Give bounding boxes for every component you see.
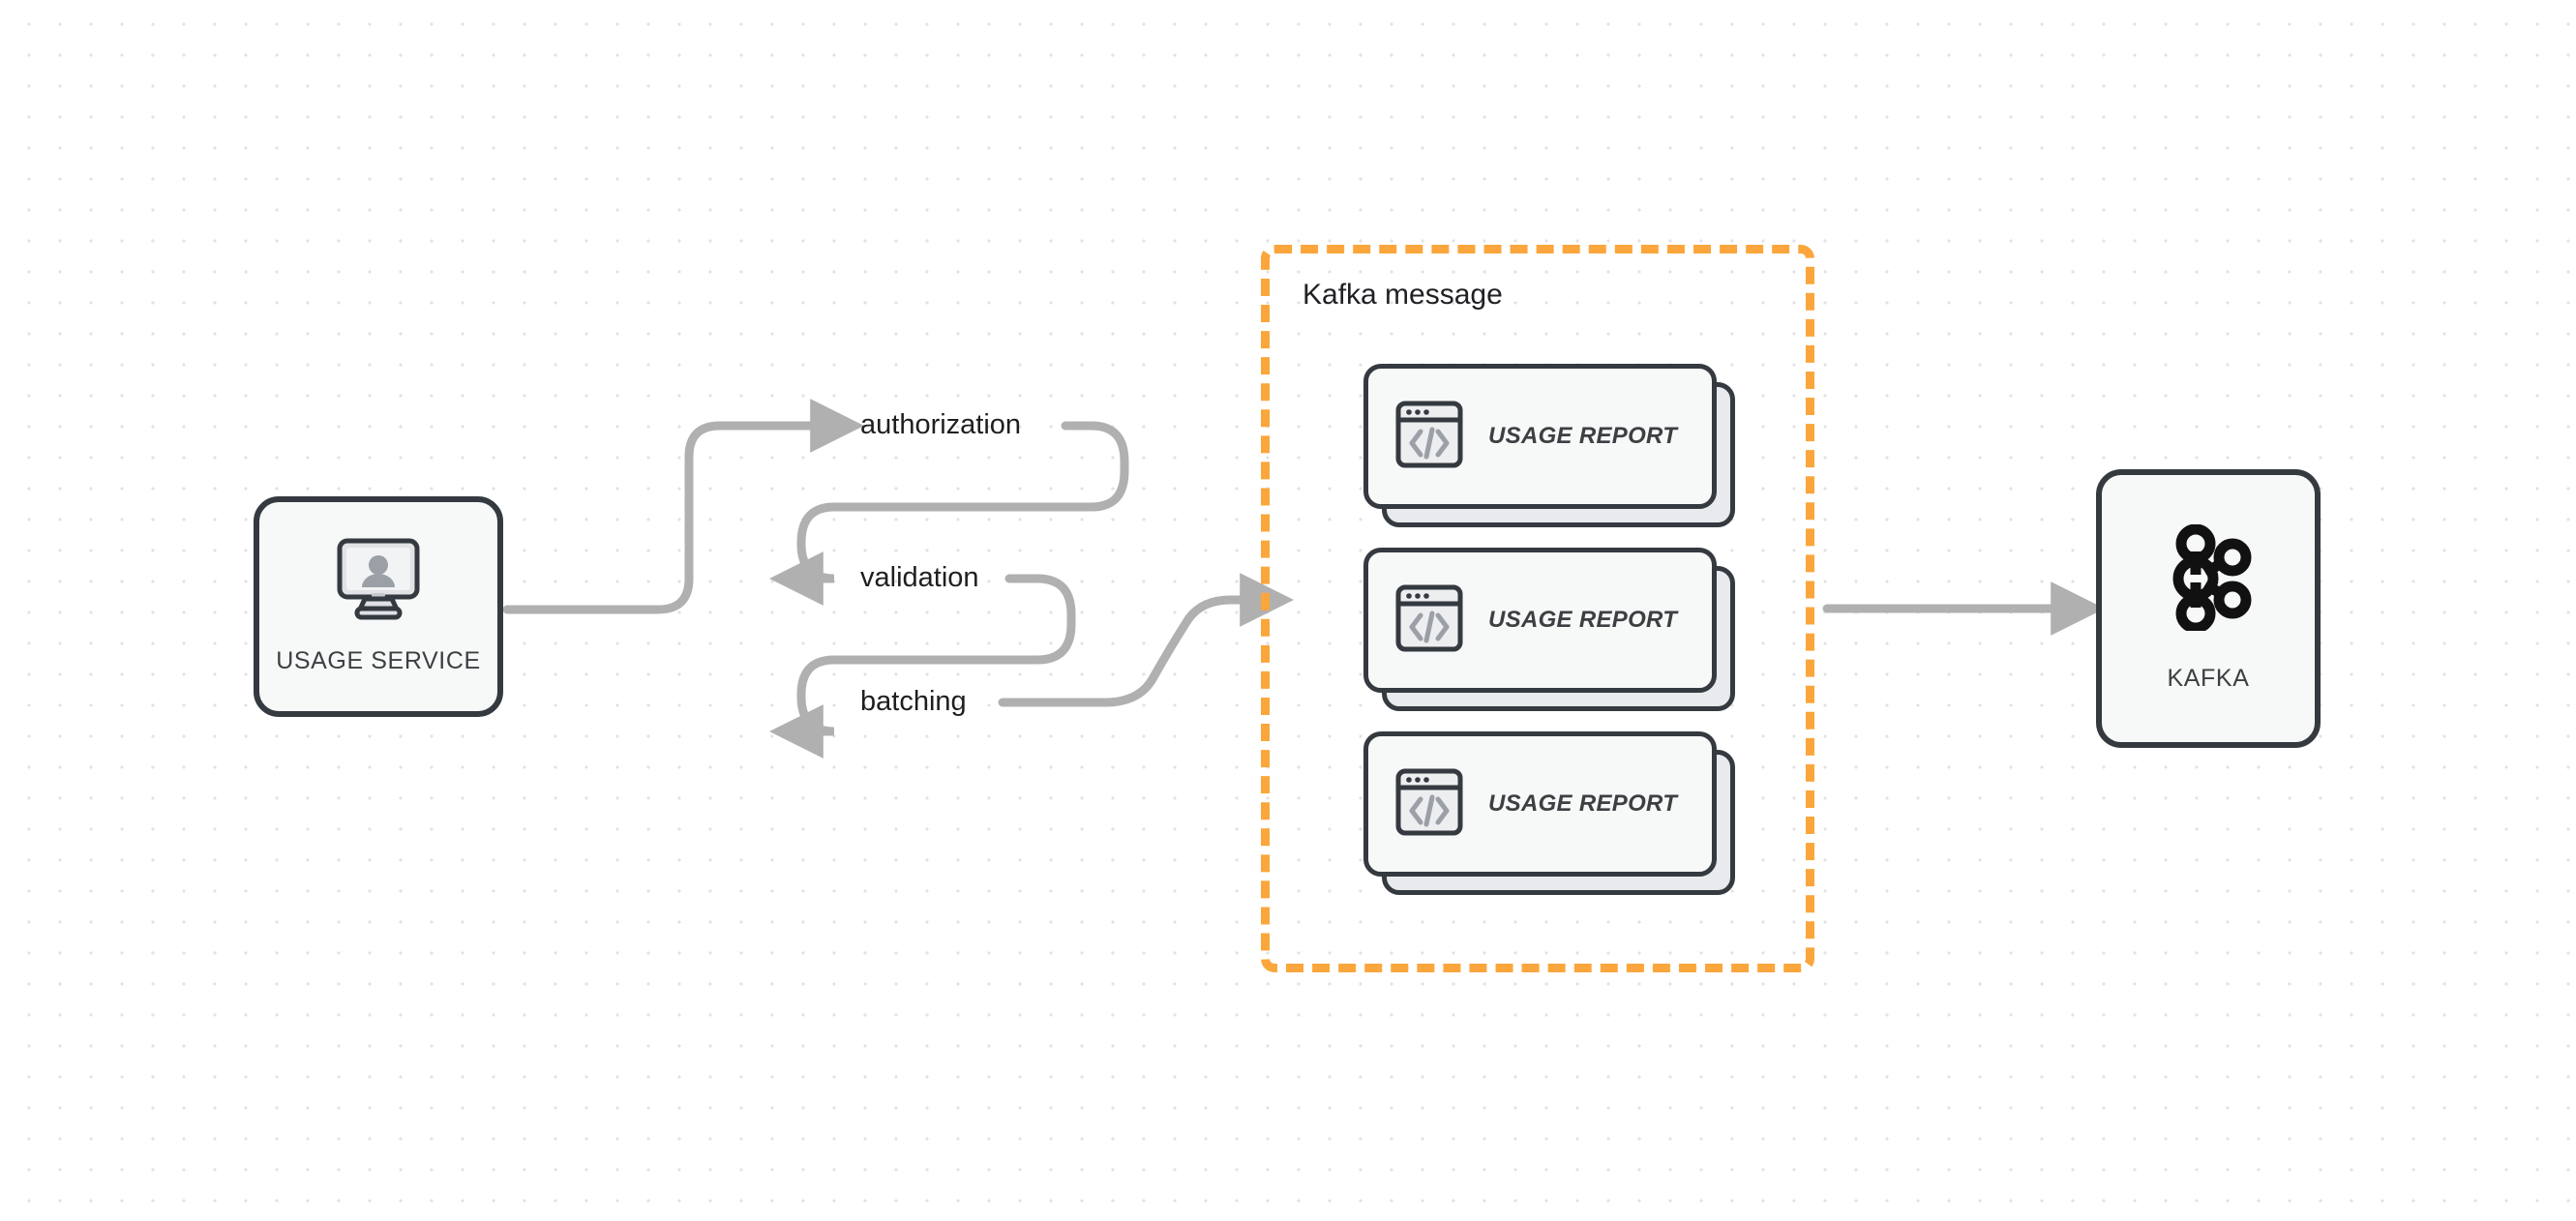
group-title-kafka-message: Kafka message — [1303, 279, 1503, 311]
code-window-icon — [1395, 401, 1463, 473]
node-label-usage-service: USAGE SERVICE — [276, 647, 481, 674]
desktop-monitor-user-icon — [332, 538, 425, 626]
usage-report-label: USAGE REPORT — [1488, 607, 1678, 633]
edge-batching-to-kafka-message — [998, 573, 1294, 707]
usage-report-card[interactable]: USAGE REPORT — [1363, 364, 1736, 528]
edge-authorization-to-validation — [769, 421, 1129, 606]
card-face: USAGE REPORT — [1363, 548, 1717, 693]
edge-usage-service-to-authorization — [502, 399, 864, 614]
usage-report-label: USAGE REPORT — [1488, 423, 1678, 449]
card-face: USAGE REPORT — [1363, 731, 1717, 877]
kafka-logo-icon — [2163, 523, 2254, 636]
node-label-kafka: KAFKA — [2167, 665, 2250, 692]
code-window-icon — [1395, 768, 1463, 841]
node-usage-service[interactable]: USAGE SERVICE — [254, 496, 503, 717]
group-kafka-message[interactable]: Kafka message USAGE REP — [1261, 245, 1814, 972]
card-face: USAGE REPORT — [1363, 364, 1717, 509]
usage-report-card[interactable]: USAGE REPORT — [1363, 548, 1736, 712]
code-window-icon — [1395, 584, 1463, 657]
step-label-authorization: authorization — [860, 409, 1022, 440]
usage-report-label: USAGE REPORT — [1488, 790, 1678, 817]
step-label-batching: batching — [860, 686, 967, 717]
step-label-validation: validation — [860, 562, 979, 593]
usage-report-card[interactable]: USAGE REPORT — [1363, 731, 1736, 896]
node-kafka[interactable]: KAFKA — [2096, 469, 2321, 748]
